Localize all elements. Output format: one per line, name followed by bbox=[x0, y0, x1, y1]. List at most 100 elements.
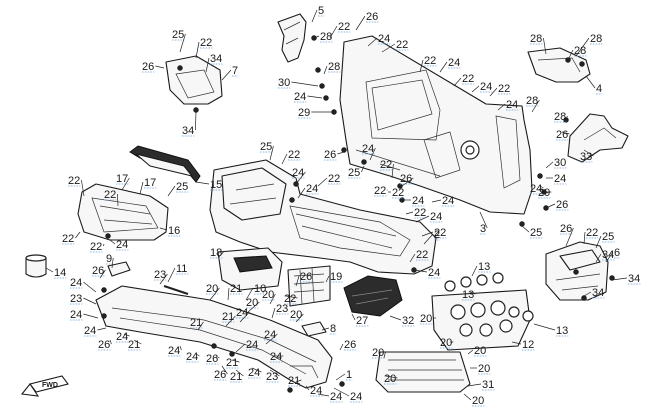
callout-25: 25 bbox=[521, 225, 543, 239]
callout-22: 22 bbox=[104, 189, 119, 207]
callout-label: 22 bbox=[392, 187, 404, 199]
leader-line bbox=[285, 295, 298, 299]
callout-26: 26 bbox=[295, 271, 313, 287]
callout-24: 24 bbox=[439, 57, 461, 73]
leader-line bbox=[583, 149, 594, 157]
callout-24: 24 bbox=[168, 345, 182, 357]
callout-22: 22 bbox=[284, 293, 298, 305]
callout-label: 20 bbox=[290, 309, 302, 321]
callout-label: 24 bbox=[70, 277, 82, 289]
callout-label: 24 bbox=[480, 81, 492, 93]
callout-label: 28 bbox=[526, 95, 538, 107]
callout-label: 34 bbox=[602, 249, 614, 261]
leader-line bbox=[321, 327, 330, 331]
callout-24: 24 bbox=[497, 99, 519, 111]
callout-20: 20 bbox=[246, 297, 260, 313]
callout-label: 20 bbox=[262, 289, 274, 301]
callout-label: 24 bbox=[306, 183, 318, 195]
callout-label: 8 bbox=[330, 323, 336, 335]
leader-line bbox=[195, 353, 200, 357]
callout-28: 28 bbox=[323, 61, 341, 75]
callout-label: 24 bbox=[70, 309, 82, 321]
callout-label: 24 bbox=[264, 329, 276, 341]
callout-28: 28 bbox=[526, 95, 540, 113]
leader-line bbox=[595, 253, 602, 263]
callout-label: 23 bbox=[70, 293, 82, 305]
leader-line bbox=[453, 77, 462, 87]
leader-line bbox=[415, 215, 430, 223]
leader-line bbox=[533, 323, 556, 331]
leader-line bbox=[511, 341, 522, 345]
callout-1: 1 bbox=[335, 369, 353, 381]
part-16-left-pocket bbox=[77, 183, 169, 241]
callout-22: 22 bbox=[374, 185, 388, 197]
leader-line bbox=[291, 81, 319, 87]
callout-16: 16 bbox=[159, 225, 181, 237]
callout-label: 4 bbox=[596, 83, 602, 95]
callout-label: 16 bbox=[168, 225, 180, 237]
callout-label: 26 bbox=[400, 173, 412, 185]
callout-26: 26 bbox=[556, 129, 570, 141]
callout-26: 26 bbox=[324, 149, 345, 161]
callout-label: 24 bbox=[116, 239, 128, 251]
callout-label: 21 bbox=[288, 375, 300, 387]
callout-label: 24 bbox=[84, 325, 96, 337]
callout-21: 21 bbox=[222, 311, 236, 327]
callout-label: 28 bbox=[574, 45, 586, 57]
callout-26: 26 bbox=[355, 11, 379, 31]
callout-24: 24 bbox=[297, 183, 319, 199]
callout-label: 24 bbox=[506, 99, 518, 111]
callout-8: 8 bbox=[321, 323, 337, 335]
callout-label: 34 bbox=[182, 125, 194, 137]
callout-label: 3 bbox=[480, 223, 486, 235]
callout-22: 22 bbox=[317, 173, 341, 187]
callout-28: 28 bbox=[575, 33, 603, 57]
callout-label: 2 bbox=[434, 229, 440, 241]
callout-label: 24 bbox=[442, 195, 454, 207]
callout-label: 22 bbox=[338, 21, 350, 33]
leader-line bbox=[123, 333, 130, 337]
callout-19: 19 bbox=[325, 271, 343, 283]
leader-line bbox=[221, 69, 232, 81]
callout-28: 28 bbox=[567, 45, 587, 61]
leader-line bbox=[471, 265, 478, 277]
leader-line bbox=[235, 369, 244, 377]
callout-label: 31 bbox=[482, 379, 494, 391]
callout-13: 13 bbox=[462, 289, 476, 301]
callout-24: 24 bbox=[109, 239, 129, 251]
part-31-lower-panel bbox=[375, 351, 471, 393]
callout-label: 26 bbox=[142, 61, 154, 73]
callout-label: 28 bbox=[328, 61, 340, 73]
callout-label: 22 bbox=[68, 175, 80, 187]
callout-label: 22 bbox=[380, 159, 392, 171]
callout-label: 20 bbox=[440, 337, 452, 349]
leader-line bbox=[159, 273, 168, 285]
leader-line bbox=[389, 315, 402, 321]
callout-label: 34 bbox=[628, 273, 640, 285]
callout-label: 34 bbox=[592, 287, 604, 299]
callout-label: 28 bbox=[530, 33, 542, 45]
callout-22: 22 bbox=[62, 231, 81, 245]
leader-line bbox=[295, 171, 306, 185]
callout-22: 22 bbox=[453, 73, 475, 87]
leader-line bbox=[227, 287, 230, 301]
callout-label: 26 bbox=[556, 199, 568, 211]
leader-line bbox=[561, 131, 570, 135]
callout-24: 24 bbox=[292, 167, 306, 185]
callout-label: 24 bbox=[270, 351, 282, 363]
callout-label: 24 bbox=[310, 385, 322, 397]
callout-label: 24 bbox=[412, 195, 424, 207]
callout-label: 9 bbox=[106, 253, 112, 265]
leader-line bbox=[83, 281, 97, 293]
callout-label: 24 bbox=[350, 391, 362, 403]
callout-7: 7 bbox=[221, 65, 239, 81]
leader-line bbox=[81, 179, 85, 197]
leader-line bbox=[431, 199, 442, 203]
callout-26: 26 bbox=[92, 265, 106, 279]
callout-24: 24 bbox=[402, 195, 425, 207]
callout-24: 24 bbox=[235, 339, 259, 353]
leader-line bbox=[335, 373, 346, 381]
callout-30: 30 bbox=[545, 157, 567, 169]
callout-label: 26 bbox=[366, 11, 378, 23]
callout-21: 21 bbox=[128, 339, 142, 351]
